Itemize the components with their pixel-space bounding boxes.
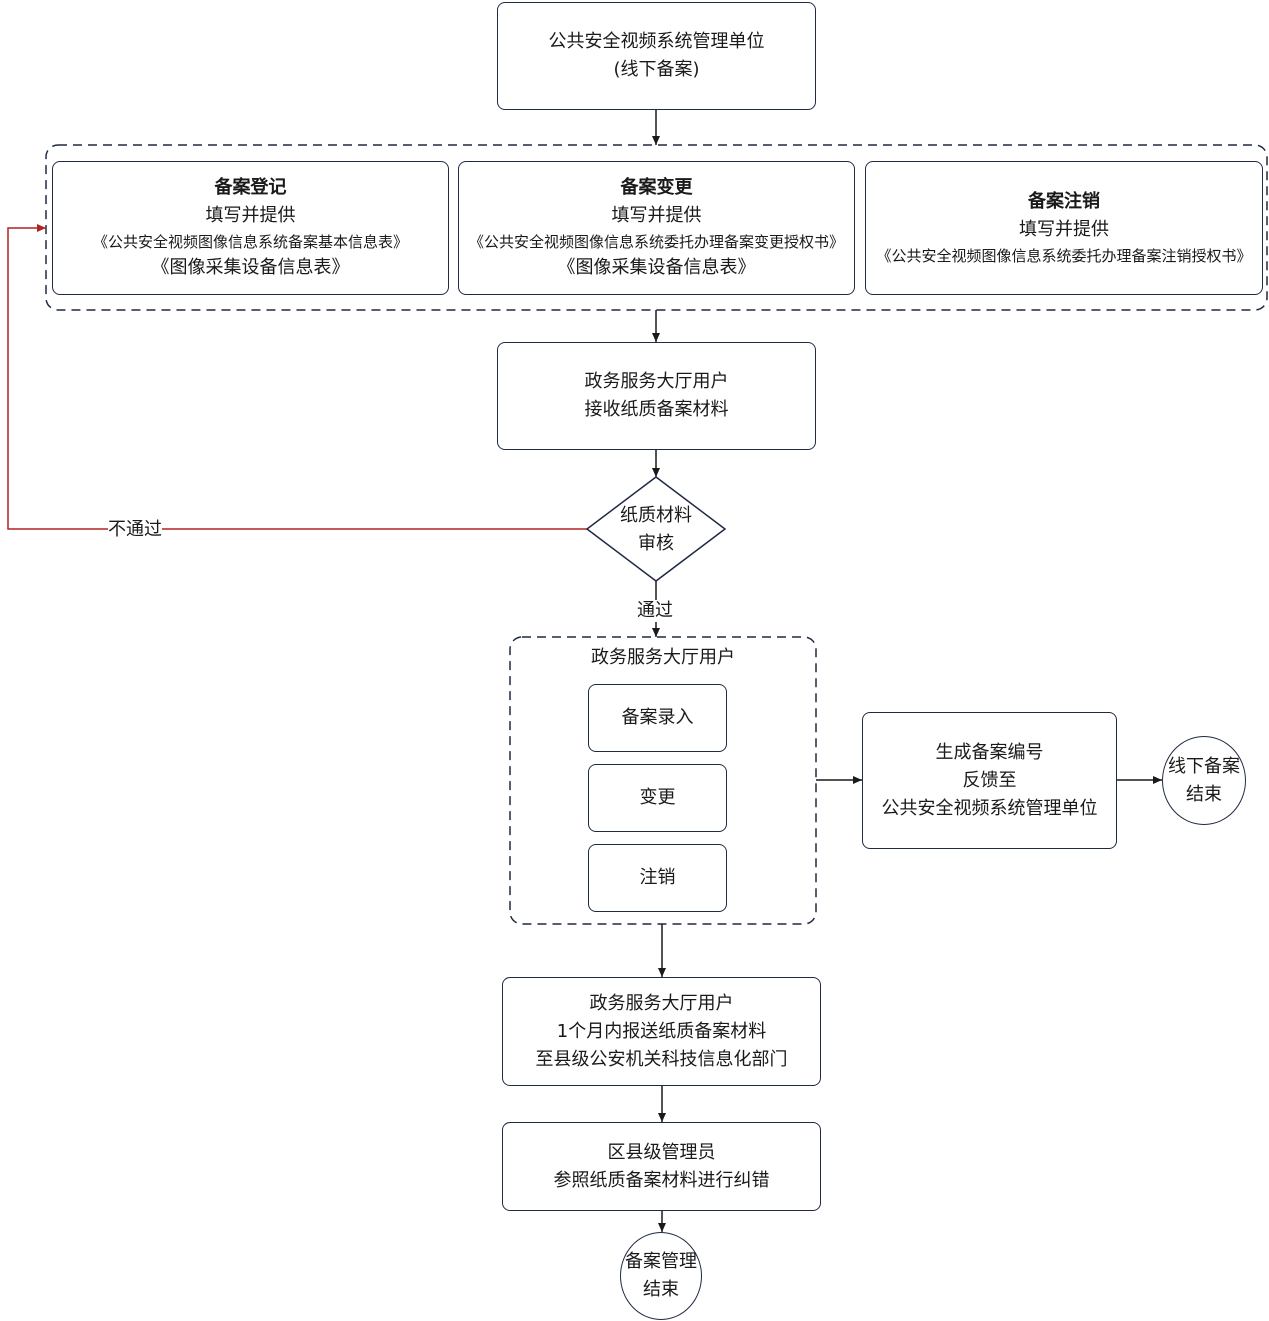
register-node: 备案登记 填写并提供 《公共安全视频图像信息系统备案基本信息表》 《图像采集设备…	[52, 161, 449, 295]
receive-line1: 政务服务大厅用户	[584, 371, 729, 392]
cancel-op-node: 注销	[588, 844, 727, 912]
end-manage-line1: 备案管理	[625, 1251, 697, 1272]
register-line3: 《图像采集设备信息表》	[151, 257, 350, 278]
cancel-line2: 《公共安全视频图像信息系统委托办理备案注销授权书》	[876, 247, 1252, 265]
edge-label-pass: 通过	[637, 600, 673, 622]
edge-label-fail: 不通过	[108, 519, 162, 541]
group-title: 政务服务大厅用户	[591, 647, 735, 668]
end-offline-node: 线下备案 结束	[1162, 736, 1246, 825]
submit-line2: 1个月内报送纸质备案材料	[556, 1020, 767, 1042]
register-line2: 《公共安全视频图像信息系统备案基本信息表》	[92, 233, 408, 251]
end-manage-node: 备案管理 结束	[620, 1232, 702, 1320]
review-decision-text: 纸质材料 审核	[596, 502, 716, 558]
change-line2: 《公共安全视频图像信息系统委托办理备案变更授权书》	[468, 233, 844, 251]
start-line1: 公共安全视频系统管理单位	[548, 31, 765, 52]
correct-line1: 区县级管理员	[607, 1141, 716, 1163]
submit-line3: 至县级公安机关科技信息化部门	[535, 1048, 788, 1070]
submit-line1: 政务服务大厅用户	[589, 992, 734, 1014]
change-op-node: 变更	[588, 764, 727, 832]
change-line3: 《图像采集设备信息表》	[557, 257, 756, 278]
correct-line2: 参照纸质备案材料进行纠错	[553, 1169, 770, 1191]
end-offline-line1: 线下备案	[1168, 755, 1240, 777]
end-offline-line2: 结束	[1186, 783, 1222, 805]
review-decision-diamond	[585, 476, 727, 582]
register-line1: 填写并提供	[205, 205, 296, 226]
change-line1: 填写并提供	[611, 205, 702, 226]
cancel-node: 备案注销 填写并提供 《公共安全视频图像信息系统委托办理备案注销授权书》	[865, 161, 1263, 295]
generate-line2: 反馈至	[962, 769, 1017, 791]
receive-node: 政务服务大厅用户 接收纸质备案材料	[497, 342, 816, 450]
cancel-title: 备案注销	[1028, 191, 1100, 212]
change-title: 备案变更	[620, 177, 693, 198]
change-node: 备案变更 填写并提供 《公共安全视频图像信息系统委托办理备案变更授权书》 《图像…	[458, 161, 855, 295]
operations-dashed-group	[509, 636, 817, 925]
start-line2: (线下备案)	[613, 59, 700, 80]
edge-review-reject	[7, 224, 587, 530]
generate-line3: 公共安全视频系统管理单位	[881, 797, 1098, 819]
generate-line1: 生成备案编号	[935, 741, 1044, 763]
review-line2: 审核	[638, 533, 674, 554]
generate-node: 生成备案编号 反馈至 公共安全视频系统管理单位	[862, 712, 1117, 849]
end-manage-line2: 结束	[643, 1279, 679, 1300]
receive-line2: 接收纸质备案材料	[584, 399, 729, 420]
entry-label: 备案录入	[621, 707, 694, 728]
cancel-line1: 填写并提供	[1019, 219, 1109, 240]
submit-node: 政务服务大厅用户 1个月内报送纸质备案材料 至县级公安机关科技信息化部门	[502, 977, 821, 1086]
change-op-label: 变更	[639, 787, 676, 808]
entry-node: 备案录入	[588, 684, 727, 752]
review-line1: 纸质材料	[620, 505, 692, 526]
start-node: 公共安全视频系统管理单位 (线下备案)	[497, 2, 816, 110]
correct-node: 区县级管理员 参照纸质备案材料进行纠错	[502, 1122, 821, 1211]
cancel-op-label: 注销	[639, 867, 676, 888]
register-title: 备案登记	[214, 177, 287, 198]
